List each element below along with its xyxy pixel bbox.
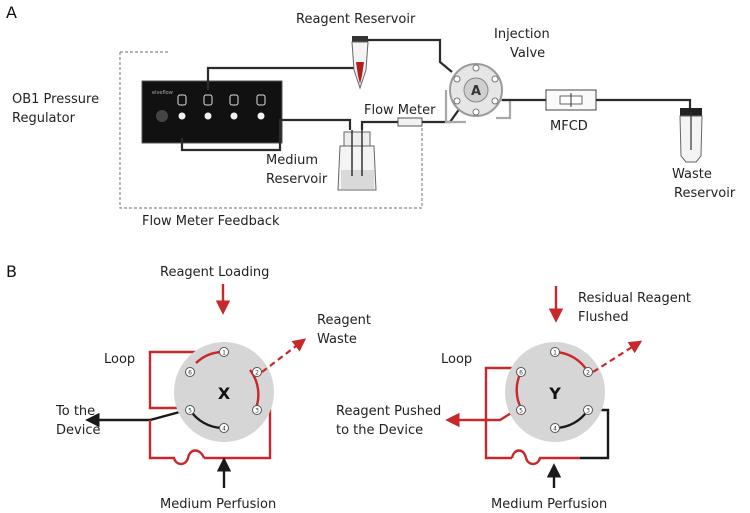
to-device-label-line2: Device <box>56 423 100 438</box>
to-device-label-line1: To the <box>55 404 95 419</box>
reagent-pushed-label-line1: Reagent Pushed <box>336 404 441 419</box>
medium-reservoir-label-line1: Medium <box>266 153 318 168</box>
residual-reagent-label-line1: Residual Reagent <box>578 291 691 306</box>
port-number-x-6: 6 <box>188 370 192 377</box>
flow-meter <box>397 117 423 127</box>
waste-reservoir-tube <box>679 108 703 163</box>
valve-y-letter: Y <box>548 384 561 403</box>
port-number-y-2: 2 <box>586 370 590 377</box>
port-number-y-3: 3 <box>586 408 590 415</box>
reagent-waste-arrow <box>261 338 307 373</box>
valve-y-coil <box>510 449 580 466</box>
port-number-group: 1 2 3 4 5 6 1 2 3 4 5 6 <box>188 350 590 433</box>
loop-label-left: Loop <box>104 352 135 367</box>
ob1-label-line1: OB1 Pressure <box>12 92 99 107</box>
port-number-y-5: 5 <box>519 408 523 415</box>
injection-valve-label-line2: Valve <box>510 46 545 61</box>
injection-valve-letter: A <box>471 84 481 99</box>
port-number-x-5: 5 <box>188 408 192 415</box>
residual-flush-arrow-out <box>592 340 643 373</box>
port-number-x-3: 3 <box>255 408 259 415</box>
ob1-pressure-regulator: elveflow <box>141 80 283 144</box>
reagent-loading-label: Reagent Loading <box>160 265 269 280</box>
reagent-waste-label-line1: Reagent <box>317 313 371 328</box>
reagent-reservoir-tube <box>351 36 369 90</box>
port-number-x-4: 4 <box>222 426 226 433</box>
to-device-arrow <box>85 408 188 428</box>
residual-reagent-label-line2: Flushed <box>578 310 629 325</box>
panel-a-label: A <box>6 3 17 22</box>
reagent-pushed-label-line2: to the Device <box>336 423 423 438</box>
medium-pressure-tube <box>180 118 352 152</box>
port-number-y-4: 4 <box>553 426 557 433</box>
reagent-to-valve-tube <box>368 38 453 73</box>
valve-x-diagram: Reagent Loading X Reagent Waste Loop To … <box>55 265 371 512</box>
panel-b-label: B <box>6 262 17 281</box>
port-number-y-1: 1 <box>553 350 557 357</box>
flow-meter-feedback-line <box>119 52 423 209</box>
mfcd-label: MFCD <box>550 119 588 134</box>
svg-text:elveflow: elveflow <box>152 90 173 96</box>
medium-reservoir-label-line2: Reservoir <box>266 172 328 187</box>
medium-perfusion-label-left: Medium Perfusion <box>160 497 276 512</box>
medium-reservoir-bottle <box>337 130 377 191</box>
valve-y-diagram: Residual Reagent Flushed Y Loop Reagent … <box>336 286 691 512</box>
flow-meter-label: Flow Meter <box>364 103 436 118</box>
valve-x-coil <box>148 420 206 466</box>
flow-meter-feedback-label: Flow Meter Feedback <box>142 214 280 229</box>
valve-y-loop-tube <box>484 366 520 460</box>
waste-reservoir-label-line2: Reservoir <box>674 186 736 201</box>
port-number-x-1: 1 <box>222 350 226 357</box>
medium-to-flowmeter-tube <box>360 120 398 130</box>
port-number-y-6: 6 <box>519 370 523 377</box>
valve-x-letter: X <box>218 384 231 403</box>
reagent-reservoir-label: Reagent Reservoir <box>296 12 416 27</box>
waste-reservoir-label-line1: Waste <box>672 167 712 182</box>
injection-valve-label-line1: Injection <box>494 27 550 42</box>
injection-valve: A <box>444 63 512 124</box>
medium-perfusion-label-right: Medium Perfusion <box>491 497 607 512</box>
valve-x-loop-tube <box>148 350 218 410</box>
ob1-label-line2: Regulator <box>12 111 76 126</box>
port-number-x-2: 2 <box>255 370 259 377</box>
loop-label-right: Loop <box>441 352 472 367</box>
mfcd-to-waste-tube <box>596 98 692 110</box>
reagent-pushed-arrow <box>445 408 517 428</box>
reagent-waste-label-line2: Waste <box>317 332 357 347</box>
mfcd-chip <box>545 89 597 111</box>
